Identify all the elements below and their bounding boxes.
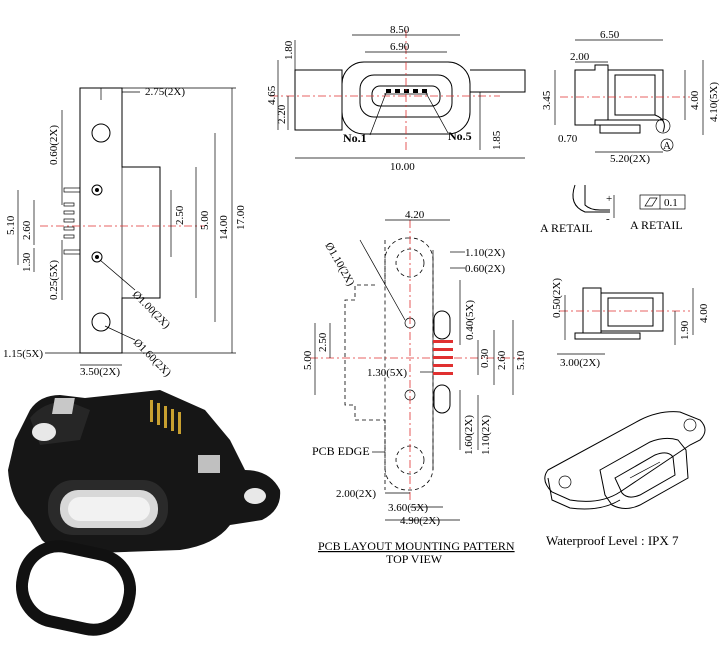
dim-275: 2.75(2X) [145, 86, 185, 98]
connector-photo [8, 390, 281, 553]
dim-850: 8.50 [390, 24, 410, 36]
pin1-label: No.1 [343, 131, 367, 145]
gasket-photo [15, 540, 137, 636]
tolerance-box [639, 194, 686, 210]
small-dim-400: 4.00 [698, 303, 710, 323]
dim-400: 4.00 [689, 90, 701, 110]
svg-text:-: - [606, 213, 610, 225]
pin5-label: No.5 [448, 129, 472, 143]
retail-label-b: A RETAIL [630, 218, 683, 232]
dim-345: 3.45 [541, 90, 553, 110]
mount-hole-top [91, 123, 111, 143]
detail-a-mark: A [663, 140, 671, 152]
right-small-view: 0.50(2X) 1.90 4.00 3.00(2X) [551, 278, 710, 369]
dim-180: 1.80 [283, 40, 295, 60]
dim-115: 1.15(5X) [3, 348, 43, 360]
dim-200: 2.00 [570, 51, 590, 63]
pcb-edge-label: PCB EDGE [312, 444, 370, 458]
pcb-dim-030: 0.30 [479, 348, 491, 368]
pcb-dim-420: 4.20 [405, 209, 425, 221]
pcb-dim-500: 5.00 [302, 350, 314, 370]
dim-510: 5.10 [5, 215, 17, 235]
dim-100dia: Ø1.00(2X) [130, 289, 173, 332]
mount-hole-bottom [91, 312, 111, 332]
left-pins [63, 187, 81, 255]
dim-220: 2.20 [276, 104, 288, 124]
dim-350: 3.50(2X) [80, 366, 120, 378]
dim-060: 0.60(2X) [48, 125, 60, 165]
small-dim-050: 0.50(2X) [551, 278, 563, 318]
dim-650: 6.50 [600, 29, 620, 41]
pcb-layout: 4.20 Ø1.10(2X) 1.10(2X) 0.60(2X) 0.40(5X… [302, 209, 527, 566]
front-pins [386, 89, 427, 93]
small-dim-300: 3.00(2X) [560, 357, 600, 369]
pcb-dim-510: 5.10 [515, 350, 527, 370]
pcb-dim-160: 1.60(2X) [463, 415, 475, 455]
dim-185: 1.85 [491, 130, 503, 150]
svg-text:+: + [606, 193, 612, 205]
pcb-title: PCB LAYOUT MOUNTING PATTERN [318, 539, 515, 553]
dim-1700: 17.00 [235, 205, 247, 230]
pcb-dim-110: 1.10(2X) [465, 247, 505, 259]
pcb-dim-130: 1.30(5X) [367, 367, 407, 379]
dim-130: 1.30 [21, 252, 33, 272]
small-dim-190: 1.90 [679, 320, 691, 340]
retail-label-a: A RETAIL [540, 221, 593, 235]
pcb-dim-250: 2.50 [317, 332, 329, 352]
left-side-view: 2.75(2X) 0.60(2X) 5.10 2.60 1.30 0.25(5X… [3, 86, 247, 379]
dim-260: 2.60 [21, 220, 33, 240]
front-view: 8.50 6.90 10.00 4.65 1.80 2.20 1.85 No.1… [266, 24, 526, 173]
dim-520: 5.20(2X) [610, 153, 650, 165]
dim-465: 4.65 [266, 85, 278, 105]
mount-hole-photo [244, 488, 266, 504]
dim-025: 0.25(5X) [48, 260, 60, 300]
dim-410: 4.10(5X) [708, 82, 720, 122]
pcb-dim-110dia: Ø1.10(2X) [322, 241, 357, 289]
pcb-subtitle: TOP VIEW [386, 552, 443, 566]
dim-070: 0.70 [558, 133, 578, 145]
pcb-dim-360: 3.60(5X) [388, 502, 428, 514]
dim-690: 6.90 [390, 41, 410, 53]
pcb-dim-060: 0.60(2X) [465, 263, 505, 275]
pcb-dim-110b: 1.10(2X) [480, 415, 492, 455]
waterproof-rating: Waterproof Level : IPX 7 [546, 533, 679, 548]
pcb-dim-260: 2.60 [496, 350, 508, 370]
tolerance-value: 0.1 [664, 197, 678, 209]
pcb-dim-200: 2.00(2X) [336, 488, 376, 500]
dim-1400: 14.00 [218, 215, 230, 240]
dim-250: 2.50 [174, 205, 186, 225]
gold-pins [150, 400, 181, 434]
dim-1000: 10.00 [390, 161, 415, 173]
dim-500: 5.00 [199, 210, 211, 230]
pcb-pads [433, 340, 453, 375]
retail-detail: + - A RETAIL 0.1 A RETAIL [540, 184, 686, 235]
right-side-view: A 6.50 2.00 3.45 4.00 4.10(5X) 0.70 5.20… [541, 29, 720, 165]
pcb-dim-040: 0.40(5X) [464, 300, 476, 340]
pcb-dim-490: 4.90(2X) [400, 515, 440, 527]
isometric-drawing [544, 411, 706, 510]
dim-160dia: Ø1.60(2X) [131, 337, 174, 380]
